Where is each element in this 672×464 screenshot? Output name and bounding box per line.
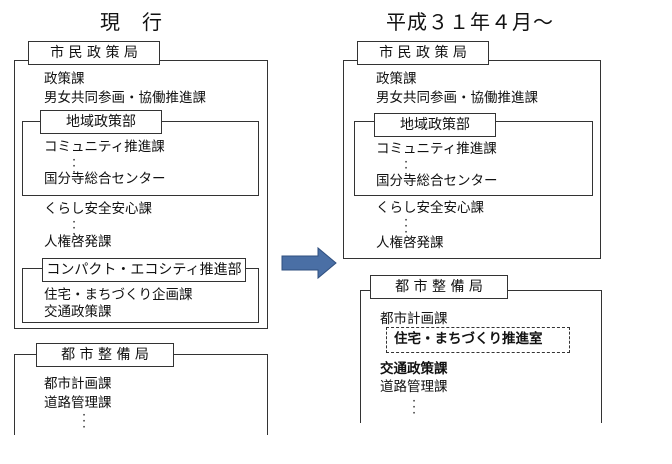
left-item-kotsu: 交通政策課 [44, 304, 112, 320]
transition-arrow [281, 246, 337, 280]
right-sub-office-label: 住宅・まちづくり推進室 [394, 331, 543, 347]
right-item-community: コミュニティ推進課 [376, 141, 497, 157]
right-item-kokubunji: 国分寺総合センター [376, 173, 498, 189]
left-item-jinken: 人権啓発課 [44, 234, 112, 250]
left-item-jutaku: 住宅・まちづくり企画課 [44, 287, 193, 303]
left-item-community: コミュニティ推進課 [44, 139, 165, 155]
left-compact-title: コンパクト・エコシティ推進部 [42, 258, 246, 282]
right-item-kurashi: くらし安全安心課 [376, 200, 484, 216]
left-toshi-doro: 道路管理課 [44, 395, 112, 411]
left-chiiki-ellipsis: ··· [72, 153, 76, 179]
left-mid-ellipsis: ··· [72, 215, 76, 241]
left-item-danjo: 男女共同参画・協働推進課 [44, 90, 206, 106]
right-toshi-kotsu: 交通政策課 [380, 361, 448, 377]
right-chiiki-ellipsis: ··· [404, 155, 408, 181]
right-shimin-title: 市 民 政 策 局 [357, 41, 489, 65]
left-shimin-title: 市 民 政 策 局 [28, 41, 160, 65]
left-toshi-ellipsis: ··· [82, 408, 86, 434]
right-sub-office-box [386, 327, 570, 353]
right-toshi-doro: 道路管理課 [380, 379, 448, 395]
right-toshi-title: 都 市 整 備 局 [370, 275, 508, 299]
right-item-jinken: 人権啓発課 [376, 235, 444, 251]
current-heading: 現 行 [100, 10, 163, 34]
right-toshi-ellipsis: ··· [412, 394, 416, 420]
left-toshi-title: 都 市 整 備 局 [36, 343, 174, 367]
left-item-seisaku: 政策課 [44, 71, 85, 87]
right-item-danjo: 男女共同参画・協働推進課 [376, 90, 538, 106]
right-item-seisaku: 政策課 [376, 71, 417, 87]
left-item-kurashi: くらし安全安心課 [44, 201, 152, 217]
future-heading: 平成３１年４月～ [386, 10, 554, 34]
left-toshi-keikaku: 都市計画課 [44, 376, 112, 392]
right-chiiki-title: 地域政策部 [374, 113, 496, 137]
left-item-kokubunji: 国分寺総合センター [44, 171, 166, 187]
left-chiiki-title: 地域政策部 [40, 110, 162, 134]
right-toshi-keikaku: 都市計画課 [380, 311, 448, 327]
right-mid-ellipsis: ··· [404, 213, 408, 239]
